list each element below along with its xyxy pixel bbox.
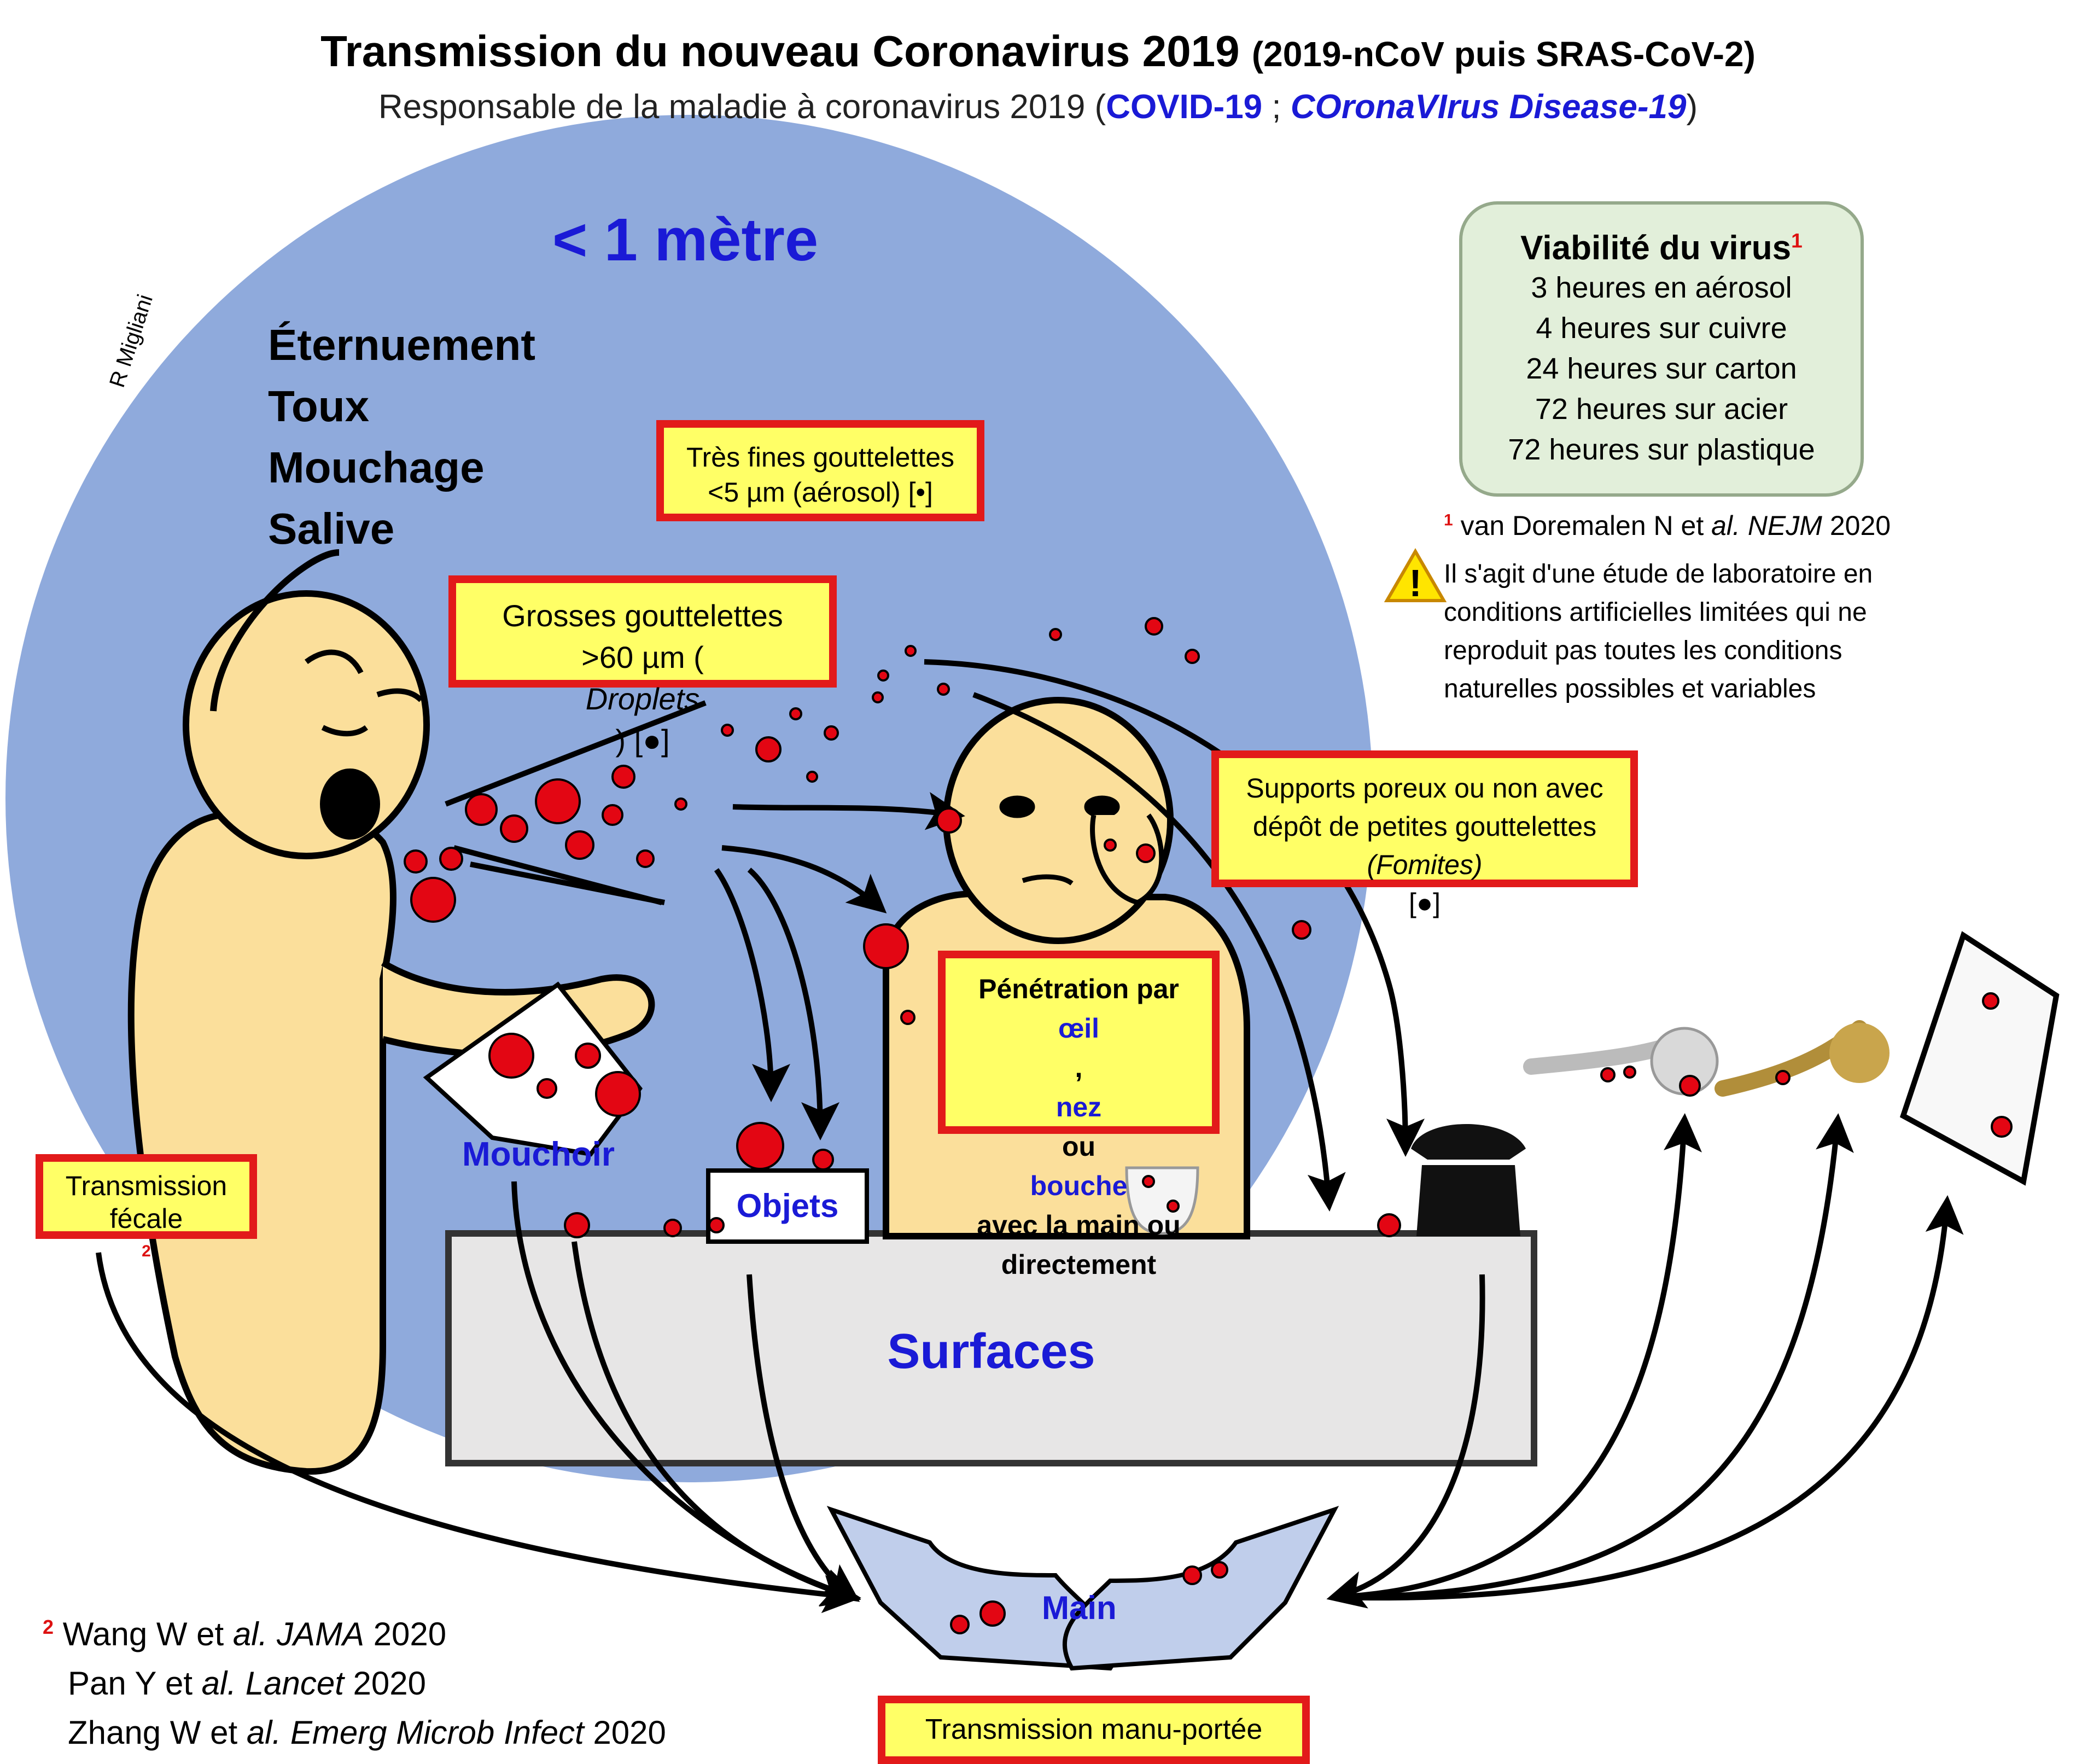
objects-box: [706, 1168, 869, 1244]
action-saliva: Salive: [268, 504, 395, 553]
page-subtitle: Responsable de la maladie à coronavirus …: [378, 88, 1698, 126]
objects-label: Objets: [736, 1187, 839, 1224]
surfaces-label: Surfaces: [887, 1324, 1095, 1379]
transmission-arrows: [96, 659, 1964, 1614]
page-title: Transmission du nouveau Coronavirus 2019…: [320, 27, 1756, 75]
spray-lines: [445, 700, 707, 905]
droplets: [404, 617, 2013, 1634]
reference-zhang: Zhang W et al. Emerg Microb Infect 2020: [68, 1714, 666, 1751]
hand-label: Main: [1042, 1590, 1117, 1626]
emission-actions: Éternuement Toux Mouchage Salive: [268, 315, 535, 560]
svg-text:!: !: [1409, 562, 1421, 604]
sick-person-head: [183, 590, 430, 859]
door-handle-icon: [1523, 1027, 1719, 1096]
tissue-label: Mouchoir: [462, 1136, 615, 1173]
reference-pan: Pan Y et al. Lancet 2020: [68, 1665, 427, 1702]
hand-transmission-box: Transmission manu-portée: [878, 1696, 1310, 1764]
exposed-person-face: [999, 795, 1164, 905]
reference-1: 1 van Doremalen N et al. NEJM 2020: [1444, 510, 1891, 541]
big-droplets-box: Grosses gouttelettes>60 µm (Droplets) [●…: [448, 575, 837, 758]
sick-person-face: [305, 649, 423, 840]
telephone-icon: [1411, 1124, 1526, 1236]
warning-note: Il s'agit d'une étude de laboratoire en …: [1444, 560, 1873, 703]
book-icon: [1899, 931, 2060, 1186]
warning-triangle-icon: !: [1384, 548, 1447, 604]
brass-handle-icon: [1715, 1020, 1890, 1097]
virus-viability-box: Viabilité du virus1 3 heures en aérosol …: [1459, 201, 1864, 497]
penetration-box: Pénétration par œil, nez ou bouche avec …: [938, 951, 1220, 1280]
distance-label: < 1 mètre: [552, 206, 819, 273]
references-2: 2 Wang W et al. JAMA 2020 Pan Y et al. L…: [43, 1603, 666, 1757]
action-nose-blow: Mouchage: [268, 443, 485, 492]
action-cough: Toux: [268, 382, 370, 430]
action-sneeze: Éternuement: [268, 321, 535, 369]
reference-wang: 2 Wang W et al. JAMA 2020: [43, 1616, 447, 1652]
tissue: [423, 981, 643, 1157]
fine-droplets-box: Très fines gouttelettes<5 µm (aérosol) […: [656, 420, 984, 521]
handshake-icon: [826, 1506, 1339, 1671]
